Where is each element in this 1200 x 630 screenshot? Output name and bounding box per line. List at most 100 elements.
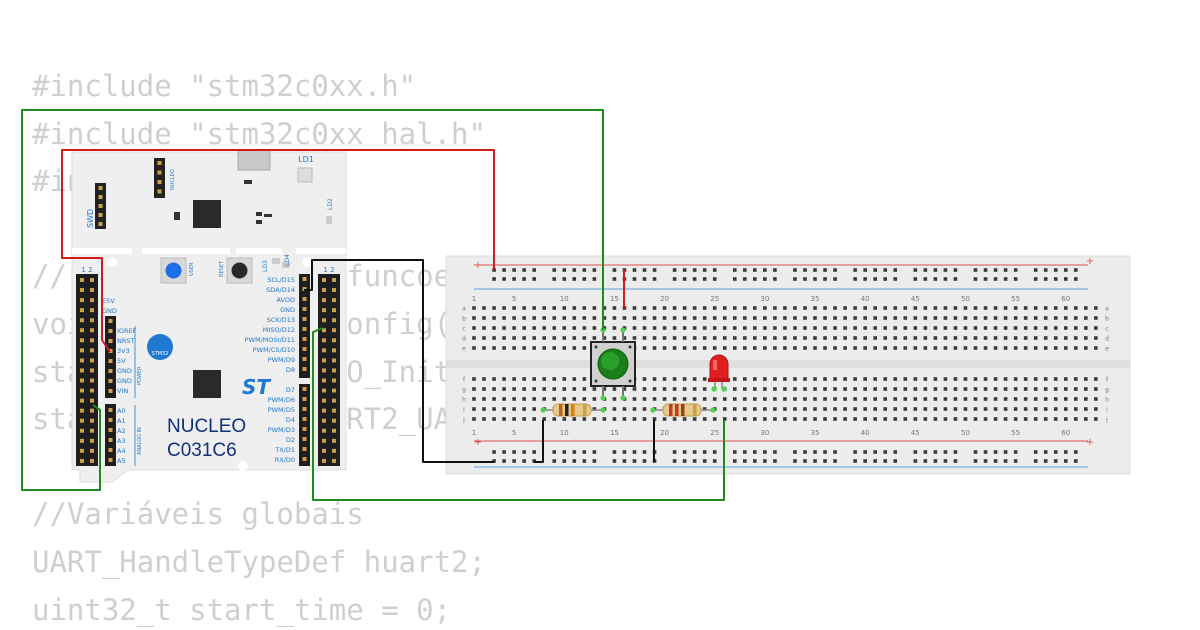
rail-hole[interactable] (702, 277, 707, 281)
rail-hole[interactable] (592, 450, 597, 454)
header-pin[interactable] (80, 338, 84, 343)
breadboard-hole[interactable] (883, 336, 888, 340)
breadboard-hole[interactable] (943, 397, 948, 401)
breadboard-hole[interactable] (833, 407, 837, 411)
breadboard-hole[interactable] (953, 397, 958, 401)
breadboard-hole[interactable] (562, 417, 567, 421)
breadboard-hole[interactable] (753, 306, 757, 310)
swd-pin[interactable] (98, 204, 103, 208)
rail-hole[interactable] (732, 450, 737, 454)
breadboard-hole[interactable] (592, 407, 597, 411)
rail-hole[interactable] (682, 268, 687, 272)
rail-hole[interactable] (592, 459, 597, 463)
breadboard-hole[interactable] (783, 377, 787, 381)
breadboard-hole[interactable] (833, 387, 837, 391)
breadboard-hole[interactable] (502, 336, 506, 340)
breadboard-hole[interactable] (1063, 336, 1068, 340)
breadboard-hole[interactable] (823, 326, 827, 330)
rail-hole[interactable] (853, 459, 857, 463)
breadboard-hole[interactable] (702, 407, 707, 411)
breadboard-hole[interactable] (993, 326, 998, 330)
breadboard-hole[interactable] (642, 316, 647, 320)
wire-green-led[interactable] (312, 327, 725, 501)
breadboard-hole[interactable] (953, 306, 958, 310)
breadboard-hole[interactable] (903, 316, 908, 320)
breadboard-hole[interactable] (482, 346, 486, 350)
breadboard-hole[interactable] (913, 306, 918, 310)
breadboard-hole[interactable] (783, 336, 787, 340)
header-pin[interactable] (302, 347, 307, 351)
breadboard-hole[interactable] (732, 397, 737, 401)
breadboard-hole[interactable] (813, 316, 817, 320)
header-pin[interactable] (302, 427, 307, 431)
breadboard-hole[interactable] (943, 306, 948, 310)
breadboard-hole[interactable] (893, 377, 898, 381)
breadboard-hole[interactable] (933, 397, 938, 401)
rail-hole[interactable] (692, 277, 697, 281)
breadboard-hole[interactable] (1023, 346, 1028, 350)
breadboard-hole[interactable] (743, 306, 747, 310)
breadboard-hole[interactable] (793, 316, 797, 320)
breadboard-hole[interactable] (692, 377, 697, 381)
breadboard-hole[interactable] (833, 377, 837, 381)
breadboard-hole[interactable] (652, 387, 657, 391)
breadboard-hole[interactable] (1084, 397, 1088, 401)
breadboard-hole[interactable] (773, 397, 777, 401)
rail-hole[interactable] (953, 450, 958, 454)
breadboard-hole[interactable] (743, 397, 747, 401)
breadboard-hole[interactable] (943, 417, 948, 421)
breadboard-hole[interactable] (963, 417, 968, 421)
breadboard-hole[interactable] (472, 326, 476, 330)
header-pin[interactable] (302, 417, 307, 421)
breadboard-hole[interactable] (502, 377, 506, 381)
breadboard-hole[interactable] (773, 326, 777, 330)
breadboard-hole[interactable] (672, 306, 677, 310)
header-pin[interactable] (332, 338, 336, 343)
rail-hole[interactable] (823, 277, 827, 281)
breadboard-hole[interactable] (642, 397, 647, 401)
rail-hole[interactable] (793, 459, 797, 463)
breadboard-hole[interactable] (662, 397, 667, 401)
rail-hole[interactable] (1033, 268, 1038, 272)
breadboard-hole[interactable] (973, 387, 978, 391)
breadboard-hole[interactable] (943, 336, 948, 340)
breadboard-hole[interactable] (1094, 306, 1098, 310)
breadboard-hole[interactable] (753, 336, 757, 340)
rail-hole[interactable] (702, 450, 707, 454)
rail-hole[interactable] (873, 268, 877, 272)
breadboard-hole[interactable] (562, 326, 567, 330)
header-pin[interactable] (80, 448, 84, 453)
header-pin[interactable] (108, 359, 113, 363)
breadboard-hole[interactable] (612, 407, 617, 411)
breadboard-hole[interactable] (953, 336, 958, 340)
rail-hole[interactable] (973, 459, 978, 463)
breadboard-hole[interactable] (522, 316, 526, 320)
breadboard-hole[interactable] (1013, 377, 1018, 381)
rail-hole[interactable] (893, 268, 898, 272)
breadboard-hole[interactable] (602, 316, 607, 320)
breadboard-hole[interactable] (763, 407, 767, 411)
breadboard-hole[interactable] (612, 417, 617, 421)
breadboard-hole[interactable] (763, 417, 767, 421)
rail-hole[interactable] (632, 277, 637, 281)
rail-hole[interactable] (913, 268, 918, 272)
rail-hole[interactable] (923, 459, 928, 463)
breadboard-hole[interactable] (763, 336, 767, 340)
breadboard-hole[interactable] (1074, 316, 1078, 320)
rail-hole[interactable] (632, 268, 637, 272)
rail-hole[interactable] (943, 268, 948, 272)
breadboard-hole[interactable] (502, 397, 506, 401)
breadboard-hole[interactable] (602, 306, 607, 310)
rail-hole[interactable] (893, 277, 898, 281)
breadboard-hole[interactable] (973, 346, 978, 350)
rail-hole[interactable] (803, 450, 807, 454)
rail-hole[interactable] (983, 268, 988, 272)
breadboard-hole[interactable] (562, 316, 567, 320)
breadboard-hole[interactable] (823, 417, 827, 421)
header-pin[interactable] (302, 357, 307, 361)
breadboard-hole[interactable] (963, 407, 968, 411)
breadboard-hole[interactable] (883, 407, 888, 411)
breadboard-hole[interactable] (833, 316, 837, 320)
breadboard-hole[interactable] (592, 316, 597, 320)
breadboard-hole[interactable] (853, 397, 857, 401)
